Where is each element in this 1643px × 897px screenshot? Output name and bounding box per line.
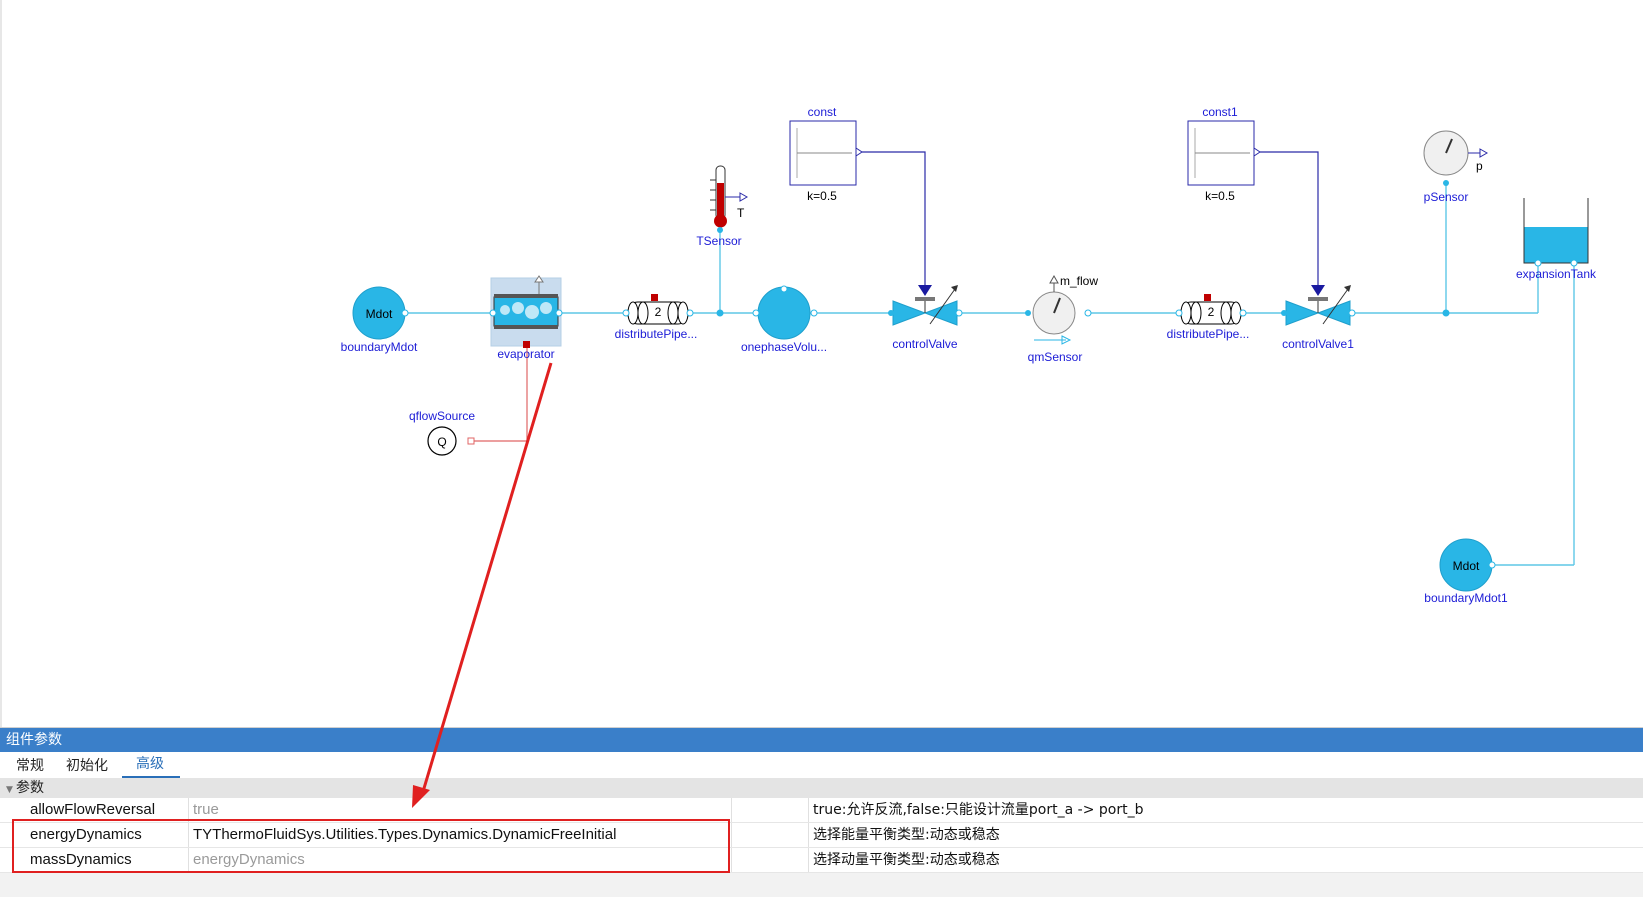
distribute-pipe1-label: distributePipe...: [1167, 327, 1250, 341]
boundary-mdot-icon-text: Mdot: [366, 307, 393, 321]
qflow-source-component[interactable]: Q qflowSource: [409, 409, 475, 456]
fluid-connections: [390, 185, 1575, 566]
onephase-volume-label: onephaseVolu...: [741, 340, 827, 354]
tsensor-output-label: T: [737, 206, 745, 220]
component-parameters-panel: 组件参数 常规 初始化 高级 ▼参数 allowFlowReversal tru…: [0, 727, 1643, 897]
evaporator-label: evaporator: [497, 347, 554, 361]
psensor-label: pSensor: [1424, 190, 1469, 204]
param-description: 选择动量平衡类型:动态或稳态: [813, 852, 1000, 868]
signal-connections: [862, 151, 1319, 285]
const-label: const: [808, 105, 837, 119]
param-value-field[interactable]: energyDynamics: [189, 848, 732, 872]
tsensor-component[interactable]: T TSensor: [696, 165, 749, 248]
param-name: massDynamics: [0, 848, 189, 872]
expansion-tank-label: expansionTank: [1516, 267, 1597, 281]
control-valve1-component[interactable]: controlValve1: [1281, 285, 1356, 351]
param-row-allow-flow-reversal[interactable]: allowFlowReversal true true:允许反流,false:只…: [0, 798, 1643, 823]
onephase-volume-component[interactable]: onephaseVolu...: [741, 285, 827, 354]
qflow-source-label: qflowSource: [409, 409, 475, 423]
control-valve-label: controlValve: [892, 337, 957, 351]
const1-label: const1: [1202, 105, 1238, 119]
evaporator-component[interactable]: evaporator: [489, 275, 563, 361]
qm-sensor-component[interactable]: m_flow qmSensor: [1025, 274, 1098, 364]
psensor-component[interactable]: p pSensor: [1423, 130, 1489, 204]
boundary-mdot1-label: boundaryMdot1: [1424, 591, 1508, 605]
model-diagram-canvas[interactable]: Mdot boundaryMdot evaporator Q qflowSour…: [0, 0, 1643, 727]
panel-title: 组件参数: [0, 728, 1643, 752]
junction-node: [1442, 309, 1450, 317]
tab-initialization[interactable]: 初始化: [66, 758, 108, 774]
parameter-tabs: 常规 初始化 高级: [0, 752, 1643, 778]
const-component[interactable]: const k=0.5: [789, 105, 863, 203]
param-row-energy-dynamics[interactable]: energyDynamics TYThermoFluidSys.Utilitie…: [0, 823, 1643, 848]
const-param: k=0.5: [807, 189, 837, 203]
param-name: energyDynamics: [0, 823, 189, 847]
const1-param: k=0.5: [1205, 189, 1235, 203]
boundary-mdot-component[interactable]: Mdot boundaryMdot: [341, 286, 418, 354]
tab-general[interactable]: 常规: [16, 758, 44, 774]
distribute-pipe-label: distributePipe...: [615, 327, 698, 341]
tsensor-label: TSensor: [696, 234, 741, 248]
qm-sensor-output-label: m_flow: [1060, 274, 1098, 288]
distribute-pipe-component[interactable]: 2 distributePipe...: [615, 294, 698, 341]
parameter-group-header[interactable]: ▼参数: [0, 778, 1643, 798]
param-value-field[interactable]: TYThermoFluidSys.Utilities.Types.Dynamic…: [189, 823, 732, 847]
param-description: true:允许反流,false:只能设计流量port_a -> port_b: [813, 802, 1144, 818]
expansion-tank-component[interactable]: expansionTank: [1516, 198, 1597, 281]
distribute-pipe-icon-text: 2: [655, 305, 662, 319]
parameter-group-label: 参数: [16, 780, 44, 796]
psensor-output-label: p: [1476, 159, 1483, 173]
junction-node: [716, 309, 724, 317]
boundary-mdot-label: boundaryMdot: [341, 340, 418, 354]
boundary-mdot1-icon-text: Mdot: [1453, 559, 1480, 573]
control-valve-component[interactable]: controlValve: [888, 285, 963, 351]
boundary-mdot1-component[interactable]: Mdot boundaryMdot1: [1424, 538, 1508, 605]
collapse-triangle-icon[interactable]: ▼: [6, 785, 13, 795]
qm-sensor-label: qmSensor: [1028, 350, 1083, 364]
param-name: allowFlowReversal: [0, 798, 189, 822]
param-description: 选择能量平衡类型:动态或稳态: [813, 827, 1000, 843]
param-row-mass-dynamics[interactable]: massDynamics energyDynamics 选择动量平衡类型:动态或…: [0, 848, 1643, 873]
distribute-pipe1-icon-text: 2: [1208, 305, 1215, 319]
param-value-field[interactable]: true: [189, 798, 732, 822]
distribute-pipe1-component[interactable]: 2 distributePipe...: [1167, 294, 1250, 341]
qflow-source-icon-text: Q: [437, 435, 446, 449]
control-valve1-label: controlValve1: [1282, 337, 1354, 351]
const1-component[interactable]: const1 k=0.5: [1187, 105, 1261, 203]
tab-advanced[interactable]: 高级: [122, 753, 180, 778]
